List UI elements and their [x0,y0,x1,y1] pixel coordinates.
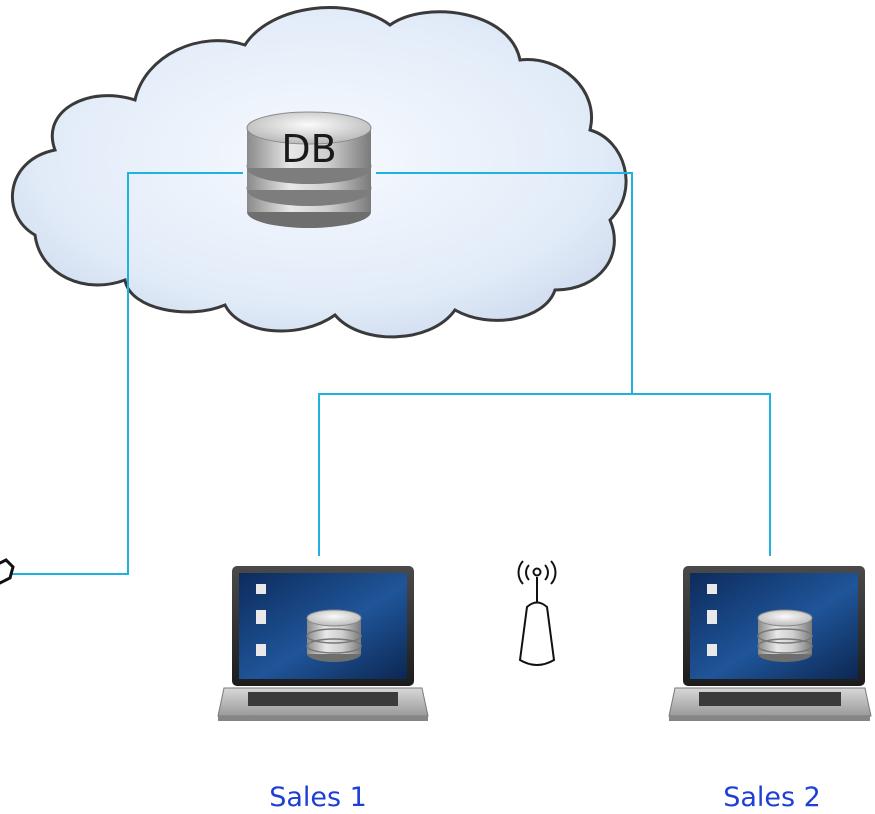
laptop-label-sales-2: Sales 2 [723,782,821,813]
laptop-label-sales-1: Sales 1 [269,782,367,813]
database-icon [757,609,813,662]
link-branch [318,393,771,556]
cable-connector-icon [0,558,15,585]
laptop-icon [668,566,872,721]
database-icon: DB [246,111,372,228]
wireless-access-point-icon [517,560,557,666]
link-db-to-left-connector [10,172,243,575]
laptop-icon [217,566,429,721]
database-icon [306,609,362,662]
link-db-to-switch [376,172,633,394]
db-label: DB [281,127,336,171]
network-links [10,172,771,575]
